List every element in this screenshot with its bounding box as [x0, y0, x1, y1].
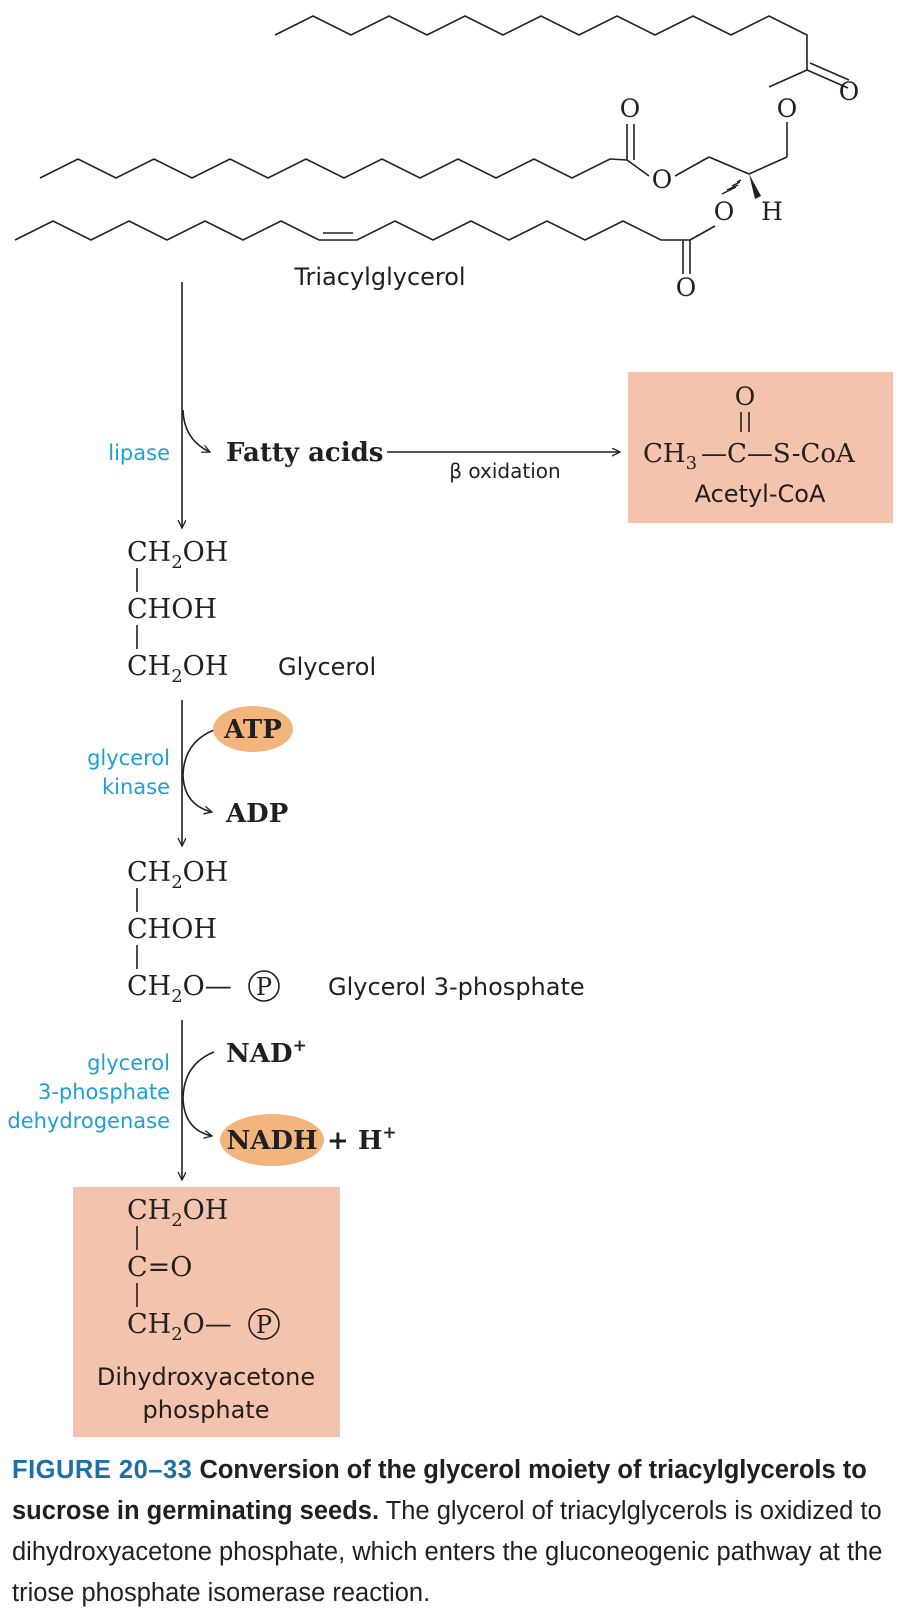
fatty-chain-middle [39, 158, 628, 179]
g3p-line-3: CH2O— [127, 971, 232, 1007]
backbone-bond-2 [708, 156, 750, 175]
atp-oval [213, 706, 293, 752]
dhap-structure: CH2OH C=O CH2O— P Dihydroxyacetone phosp… [73, 1187, 340, 1437]
dhap-line-1: CH2OH [127, 1195, 228, 1231]
acetyl-coa-formula: CH3—C—S-CoA [643, 439, 856, 474]
atom-h: H [761, 197, 783, 226]
hashed-bond [721, 179, 742, 195]
dhap-name-1: Dihydroxyacetone [97, 1363, 315, 1391]
fatty-acids-label: Fatty acids [226, 438, 383, 468]
acetyl-coa-box [628, 372, 893, 523]
atom-o-2: O [777, 94, 798, 123]
beta-oxidation-label: β oxidation [449, 459, 560, 483]
cofactor-arrow-atp [182, 729, 215, 812]
nad-label: NAD+ [226, 1036, 307, 1069]
step-lipase: lipase Fatty acids β oxidation O CH3—C—S… [108, 282, 893, 528]
acetyl-coa-name: Acetyl-CoA [695, 480, 826, 508]
nadh-oval [220, 1114, 324, 1166]
glycerol-line-3: CH2OH [127, 651, 228, 687]
glycerol-structure: CH2OH CHOH CH2OH Glycerol [127, 537, 376, 687]
dhap-line-2: C=O [127, 1252, 192, 1283]
figure-caption: FIGURE 20–33 Conversion of the glycerol … [12, 1450, 892, 1614]
carbonyl-bond-top-2 [809, 62, 850, 81]
ester-bond-mid [626, 159, 650, 177]
g3p-structure: CH2OH CHOH CH2O— P Glycerol 3-phosphate [127, 857, 585, 1007]
fatty-chain-top [274, 15, 808, 70]
atom-o-4: O [652, 165, 673, 194]
wedge-bond [749, 174, 761, 199]
acetyl-coa-o: O [735, 382, 756, 411]
glycerol-name: Glycerol [278, 653, 376, 681]
ester-bond-top [768, 69, 808, 88]
enzyme-g3pdh-2: 3-phosphate [38, 1080, 170, 1104]
atom-o-1: O [839, 77, 860, 106]
atom-o-6: O [676, 273, 697, 302]
phosphate-p-g3p: P [256, 973, 272, 1001]
plus-h-label: + H+ [327, 1123, 397, 1156]
enzyme-g3pdh-1: glycerol [87, 1051, 170, 1075]
enzyme-g3pdh-3: dehydrogenase [7, 1109, 170, 1133]
nadh-label: NADH [226, 1126, 317, 1156]
step-glycerol-kinase: ATP ADP glycerol kinase [87, 700, 293, 846]
glycerol-line-1: CH2OH [127, 537, 228, 573]
dhap-line-3: CH2O— [127, 1309, 232, 1345]
ester-o-bond-mid [674, 156, 710, 177]
dhap-box [73, 1187, 340, 1437]
carbonyl-bond-top [806, 69, 849, 89]
cofactor-arrow-nad [182, 1051, 215, 1136]
enzyme-glycerol-kinase-2: kinase [102, 775, 170, 799]
g3p-line-2: CHOH [127, 914, 217, 945]
ester-o-bond-bottom [689, 225, 716, 241]
phosphate-circle-dhap [248, 1308, 280, 1340]
adp-label: ADP [225, 799, 288, 829]
triacylglycerol-label: Triacylglycerol [293, 263, 465, 291]
phosphate-circle-g3p [248, 970, 280, 1002]
glycerol-line-2: CHOH [127, 594, 217, 625]
phosphate-p-dhap: P [256, 1311, 272, 1339]
fatty-chain-bottom [14, 220, 690, 241]
g3p-line-1: CH2OH [127, 857, 228, 893]
atom-o-5: O [714, 197, 735, 226]
enzyme-lipase: lipase [108, 441, 170, 465]
figure-number: FIGURE 20–33 [12, 1456, 193, 1484]
enzyme-glycerol-kinase-1: glycerol [87, 746, 170, 770]
triacylglycerol-structure: O O O O O H O Triacylglycerol [14, 15, 860, 302]
caption-title: Conversion of the glycerol moiety of tri… [12, 1456, 867, 1525]
atp-label: ATP [223, 715, 282, 745]
step-g3p-dehydrogenase: NAD+ NADH + H+ glycerol 3-phosphate dehy… [7, 1020, 397, 1180]
dhap-name-2: phosphate [143, 1396, 270, 1424]
backbone-bond-1 [748, 156, 788, 175]
branch-arrow-fatty [182, 409, 210, 452]
atom-o-3: O [620, 94, 641, 123]
caption-text: The glycerol of triacylglycerols is oxid… [12, 1497, 883, 1607]
g3p-name: Glycerol 3-phosphate [328, 973, 585, 1001]
